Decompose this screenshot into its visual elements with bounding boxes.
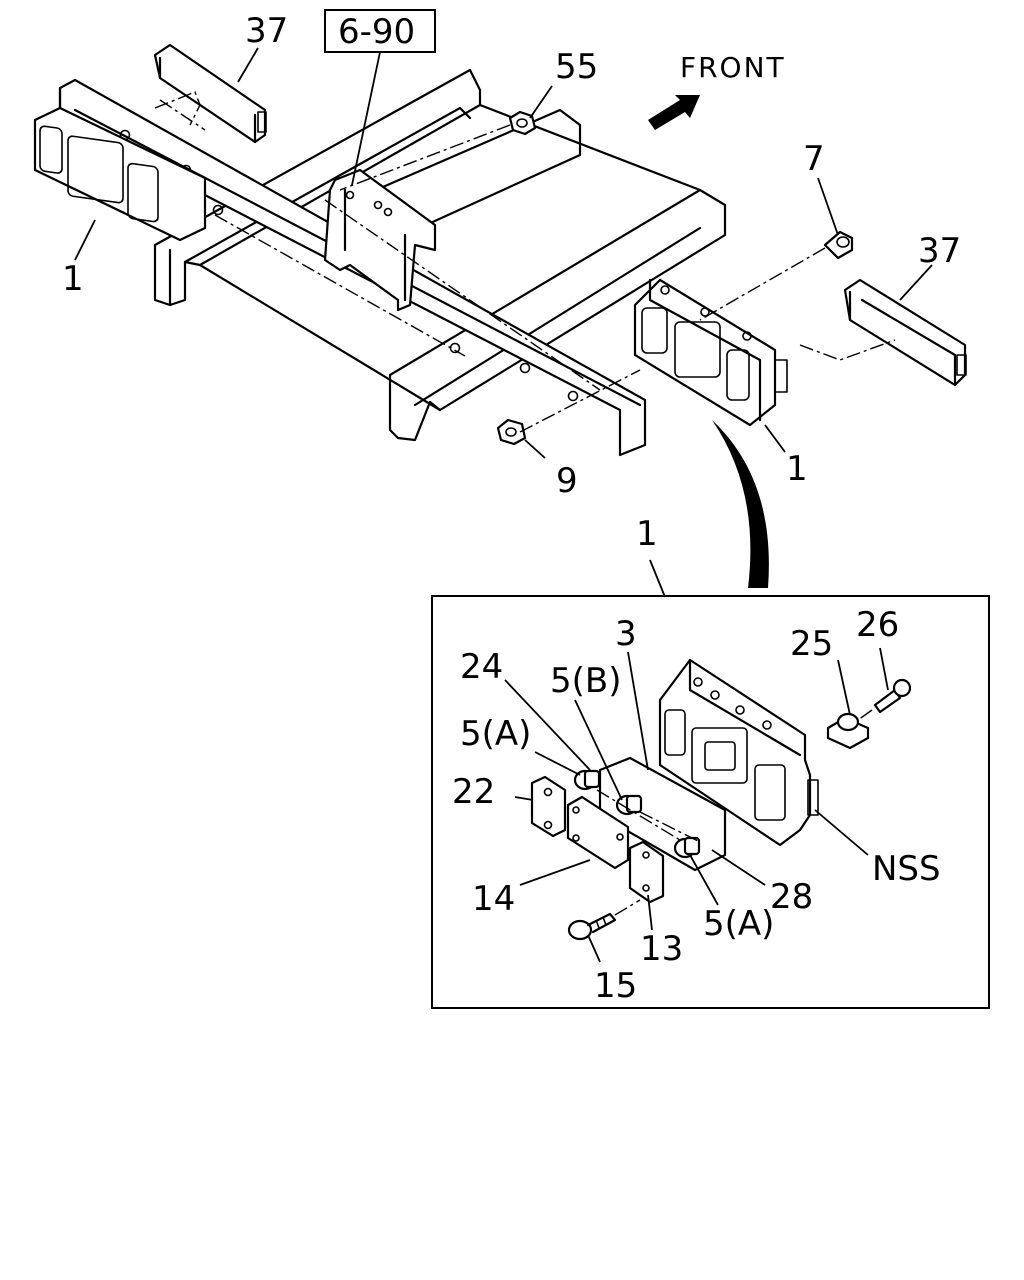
- module-left: [33, 106, 207, 242]
- pin-5b: [615, 794, 643, 816]
- callout-nss: NSS: [872, 849, 941, 889]
- arrow-right-icon: [648, 95, 700, 130]
- center-bracket: [323, 168, 437, 312]
- callout-5b: 5(B): [550, 661, 622, 701]
- screw-15: [567, 899, 641, 941]
- assembly-lines: [154, 91, 896, 433]
- pin-5a-top: [573, 769, 601, 791]
- front-label: FRONT: [680, 51, 786, 84]
- detail-box: [431, 595, 990, 1009]
- grommet-25: [826, 712, 870, 750]
- pin-5a-bottom: [673, 836, 701, 859]
- callout-55: 55: [555, 47, 598, 87]
- callout-28: 28: [770, 877, 813, 917]
- callout-13: 13: [640, 929, 683, 969]
- ref-box: [324, 9, 436, 53]
- plate-37-top: [153, 43, 267, 144]
- callout-3: 3: [615, 614, 637, 654]
- callout-24: 24: [460, 647, 503, 687]
- callout-5a-top: 5(A): [460, 714, 531, 754]
- detail-pointer: [712, 420, 769, 588]
- callout-1-detail: 1: [636, 514, 658, 554]
- callout-5a-bottom: 5(A): [703, 904, 774, 944]
- callout-14: 14: [472, 879, 515, 919]
- plate-13: [628, 840, 665, 904]
- callout-37-top: 37: [245, 11, 288, 51]
- nut-9: [496, 418, 527, 446]
- leader-lines: [74, 47, 933, 963]
- callout-15: 15: [594, 966, 637, 1006]
- callout-1-right: 1: [786, 449, 808, 489]
- labels: FRONT 6-90 37 55 7 37 1 1 9 1 3 24 5(B) …: [62, 9, 961, 1006]
- callout-1-left: 1: [62, 259, 84, 299]
- nut-55: [508, 110, 537, 136]
- cross-member: [153, 68, 727, 442]
- detail-assembly-lines: [596, 789, 701, 843]
- ref-box-label: 6-90: [338, 12, 415, 52]
- callout-7: 7: [803, 139, 825, 179]
- plate-22: [530, 775, 567, 838]
- nss-housing: [658, 658, 819, 847]
- bolt-26: [857, 678, 912, 721]
- callout-9: 9: [556, 461, 578, 501]
- plate-37-right: [843, 278, 967, 387]
- module-right: [633, 278, 788, 427]
- bolt-7: [823, 230, 854, 260]
- callout-26: 26: [856, 605, 899, 645]
- callout-22: 22: [452, 772, 495, 812]
- callout-37-right: 37: [918, 231, 961, 271]
- cover-14: [566, 795, 630, 870]
- callout-25: 25: [790, 624, 833, 664]
